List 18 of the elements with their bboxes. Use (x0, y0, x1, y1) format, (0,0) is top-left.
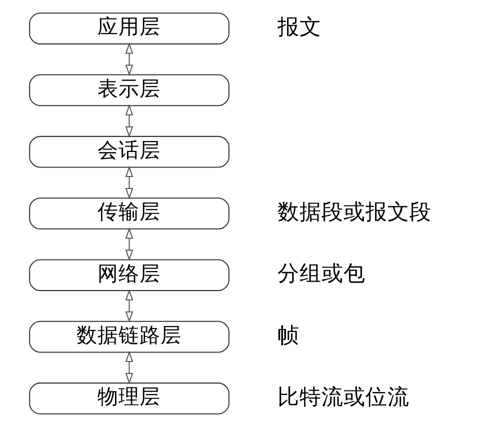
node-label: 数据段或报文段 (277, 199, 432, 224)
node-box: 网络层 (28, 258, 229, 291)
node-label: 比特流或位流 (277, 384, 410, 410)
node-label: 帧 (277, 322, 300, 348)
node-box: 表示层 (28, 74, 229, 106)
arrow (124, 226, 133, 260)
arrow (124, 350, 133, 384)
node-box: 传输层 (28, 197, 229, 229)
arrow (124, 42, 133, 76)
node-box: 应用层 (28, 12, 229, 44)
arrow (124, 165, 133, 199)
node-box: 数据链路层 (28, 320, 229, 352)
arrow (124, 104, 133, 138)
node-label: 分组或包 (277, 261, 366, 286)
node-box: 会话层 (28, 135, 229, 168)
node-label: 报文 (277, 14, 322, 40)
node-box: 物理层 (28, 382, 229, 414)
arrow (124, 288, 133, 322)
